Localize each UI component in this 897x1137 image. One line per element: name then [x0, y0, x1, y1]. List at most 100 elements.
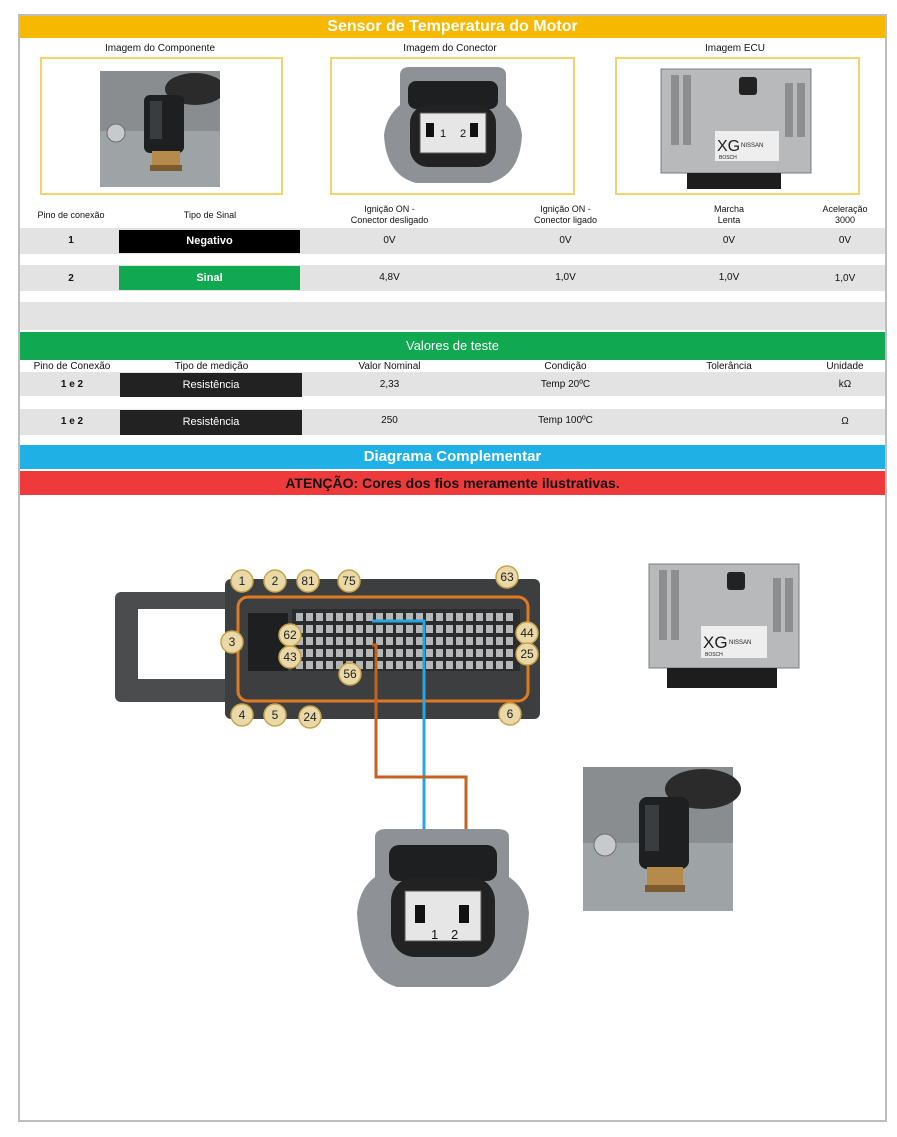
- ecu-pin-cell: [506, 661, 513, 669]
- ecu-pin-cell: [406, 661, 413, 669]
- ecu-pin-cell: [366, 625, 373, 633]
- diagram-ecu-photo: XG NISSAN BOSCH: [648, 563, 800, 688]
- ecu-pin-cell: [396, 661, 403, 669]
- ecu-pin-cell: [366, 661, 373, 669]
- ecu-pin-cell: [466, 625, 473, 633]
- ecu-pin-cell: [386, 613, 393, 621]
- ecu-pin-cell: [436, 649, 443, 657]
- ecu-pin-cell: [456, 649, 463, 657]
- ecu-pin-cell: [486, 637, 493, 645]
- svg-text:2: 2: [272, 574, 279, 588]
- ecu-pin-cell: [386, 625, 393, 633]
- diagram-ecu-bosch: BOSCH: [705, 652, 723, 658]
- tv-header-unit: Unidade: [826, 361, 864, 372]
- connector-pin2-label: 2: [460, 128, 466, 140]
- pin-badge-43: 43: [278, 645, 302, 669]
- ecu-pin-cell: [476, 661, 483, 669]
- ecu-pin-cell: [416, 637, 423, 645]
- diagram-connector-pin2: 2: [451, 927, 458, 942]
- sensor-photo: [100, 71, 220, 187]
- test-values-title: Valores de teste: [20, 332, 885, 360]
- row1-idle: 0V: [722, 235, 736, 246]
- ecu-pin-cell: [336, 661, 343, 669]
- tv-header-nominal: Valor Nominal: [358, 361, 421, 372]
- svg-text:62: 62: [283, 628, 297, 642]
- pin-badge-2: 2: [263, 569, 287, 593]
- header-pin: Pino de conexão: [37, 210, 105, 220]
- ecu-pin-cell: [376, 649, 383, 657]
- ecu-pin-cell: [386, 637, 393, 645]
- ecu-pin-cell: [496, 661, 503, 669]
- svg-text:24: 24: [303, 710, 317, 724]
- svg-text:6: 6: [507, 707, 514, 721]
- row2-pin: 2: [68, 273, 74, 284]
- svg-text:44: 44: [520, 626, 534, 640]
- pin-badge-3: 3: [220, 630, 244, 654]
- component-image-label: Imagem do Componente: [104, 43, 216, 54]
- ecu-pin-cell: [446, 649, 453, 657]
- pin-badge-6: 6: [498, 702, 522, 726]
- ecu-pin-cell: [336, 649, 343, 657]
- pin-badge-81: 81: [296, 569, 320, 593]
- tv-header-condition: Condição: [544, 361, 587, 372]
- ecu-pin-cell: [346, 613, 353, 621]
- ecu-pin-cell: [316, 661, 323, 669]
- connector-pin1-label: 1: [440, 128, 446, 140]
- header-idle: Marcha Lenta: [713, 204, 744, 225]
- tv-row1-measure: Resistência: [120, 373, 302, 397]
- ecu-pin-cell: [386, 661, 393, 669]
- pin-badge-44: 44: [515, 621, 539, 645]
- connector-image-label: Imagem do Conector: [403, 43, 497, 54]
- ecu-pin-cell: [446, 661, 453, 669]
- pin-badge-1: 1: [230, 569, 254, 593]
- row2-ign-on: 1,0V: [555, 272, 576, 283]
- connector-image-box: 1 2: [330, 57, 575, 195]
- tv-row2-nominal: 250: [381, 415, 398, 426]
- ecu-pin-cell: [406, 649, 413, 657]
- ecu-pin-cell: [436, 661, 443, 669]
- ecu-pin-cell: [436, 637, 443, 645]
- ecu-pin-cell: [436, 625, 443, 633]
- ecu-bosch-text: BOSCH: [719, 155, 737, 161]
- svg-text:75: 75: [342, 574, 356, 588]
- ecu-pin-cell: [316, 649, 323, 657]
- row1-pin: 1: [68, 235, 74, 246]
- ecu-pin-cell: [506, 637, 513, 645]
- tv-row1-condition: Temp 20ºC: [540, 379, 591, 390]
- diagram-connector-pin1: 1: [431, 927, 438, 942]
- ecu-pin-cell: [356, 649, 363, 657]
- pin-badge-62: 62: [278, 623, 302, 647]
- row2-idle: 1,0V: [718, 272, 740, 283]
- svg-text:1: 1: [239, 574, 246, 588]
- header-signal-type: Tipo de Sinal: [183, 210, 237, 220]
- ecu-pin-cell: [316, 613, 323, 621]
- pin-badge-56: 56: [338, 662, 362, 686]
- row1-accel: 0V: [838, 235, 852, 246]
- ecu-pin-cell: [396, 637, 403, 645]
- ecu-pin-cell: [356, 661, 363, 669]
- tv-header-pin: Pino de Conexão: [33, 361, 111, 372]
- ecu-pin-cell: [496, 625, 503, 633]
- ecu-pin-cell: [326, 625, 333, 633]
- ecu-pin-cell: [476, 625, 483, 633]
- header-ign-on: Ignição ON - Conector ligado: [533, 204, 598, 225]
- ecu-pin-cell: [446, 613, 453, 621]
- blue-wire: [372, 619, 426, 927]
- brown-wire: [372, 643, 468, 927]
- svg-text:4: 4: [239, 708, 246, 722]
- ecu-pin-cell: [316, 637, 323, 645]
- tv-row2-condition: Temp 100ºC: [538, 415, 593, 426]
- ecu-pin-cell: [366, 613, 373, 621]
- ecu-pin-cell: [476, 637, 483, 645]
- row2-ign-off: 4,8V: [379, 272, 400, 283]
- ecu-pin-cell: [376, 625, 383, 633]
- ecu-pin-cell: [426, 613, 433, 621]
- ecu-pin-cell: [506, 613, 513, 621]
- ecu-pin-cell: [416, 661, 423, 669]
- ecu-pin-cell: [466, 613, 473, 621]
- ecu-pin-cell: [496, 637, 503, 645]
- ecu-pin-cell: [306, 661, 313, 669]
- ecu-pin-cell: [426, 637, 433, 645]
- ecu-pin-cell: [356, 613, 363, 621]
- ecu-pin-cell: [456, 637, 463, 645]
